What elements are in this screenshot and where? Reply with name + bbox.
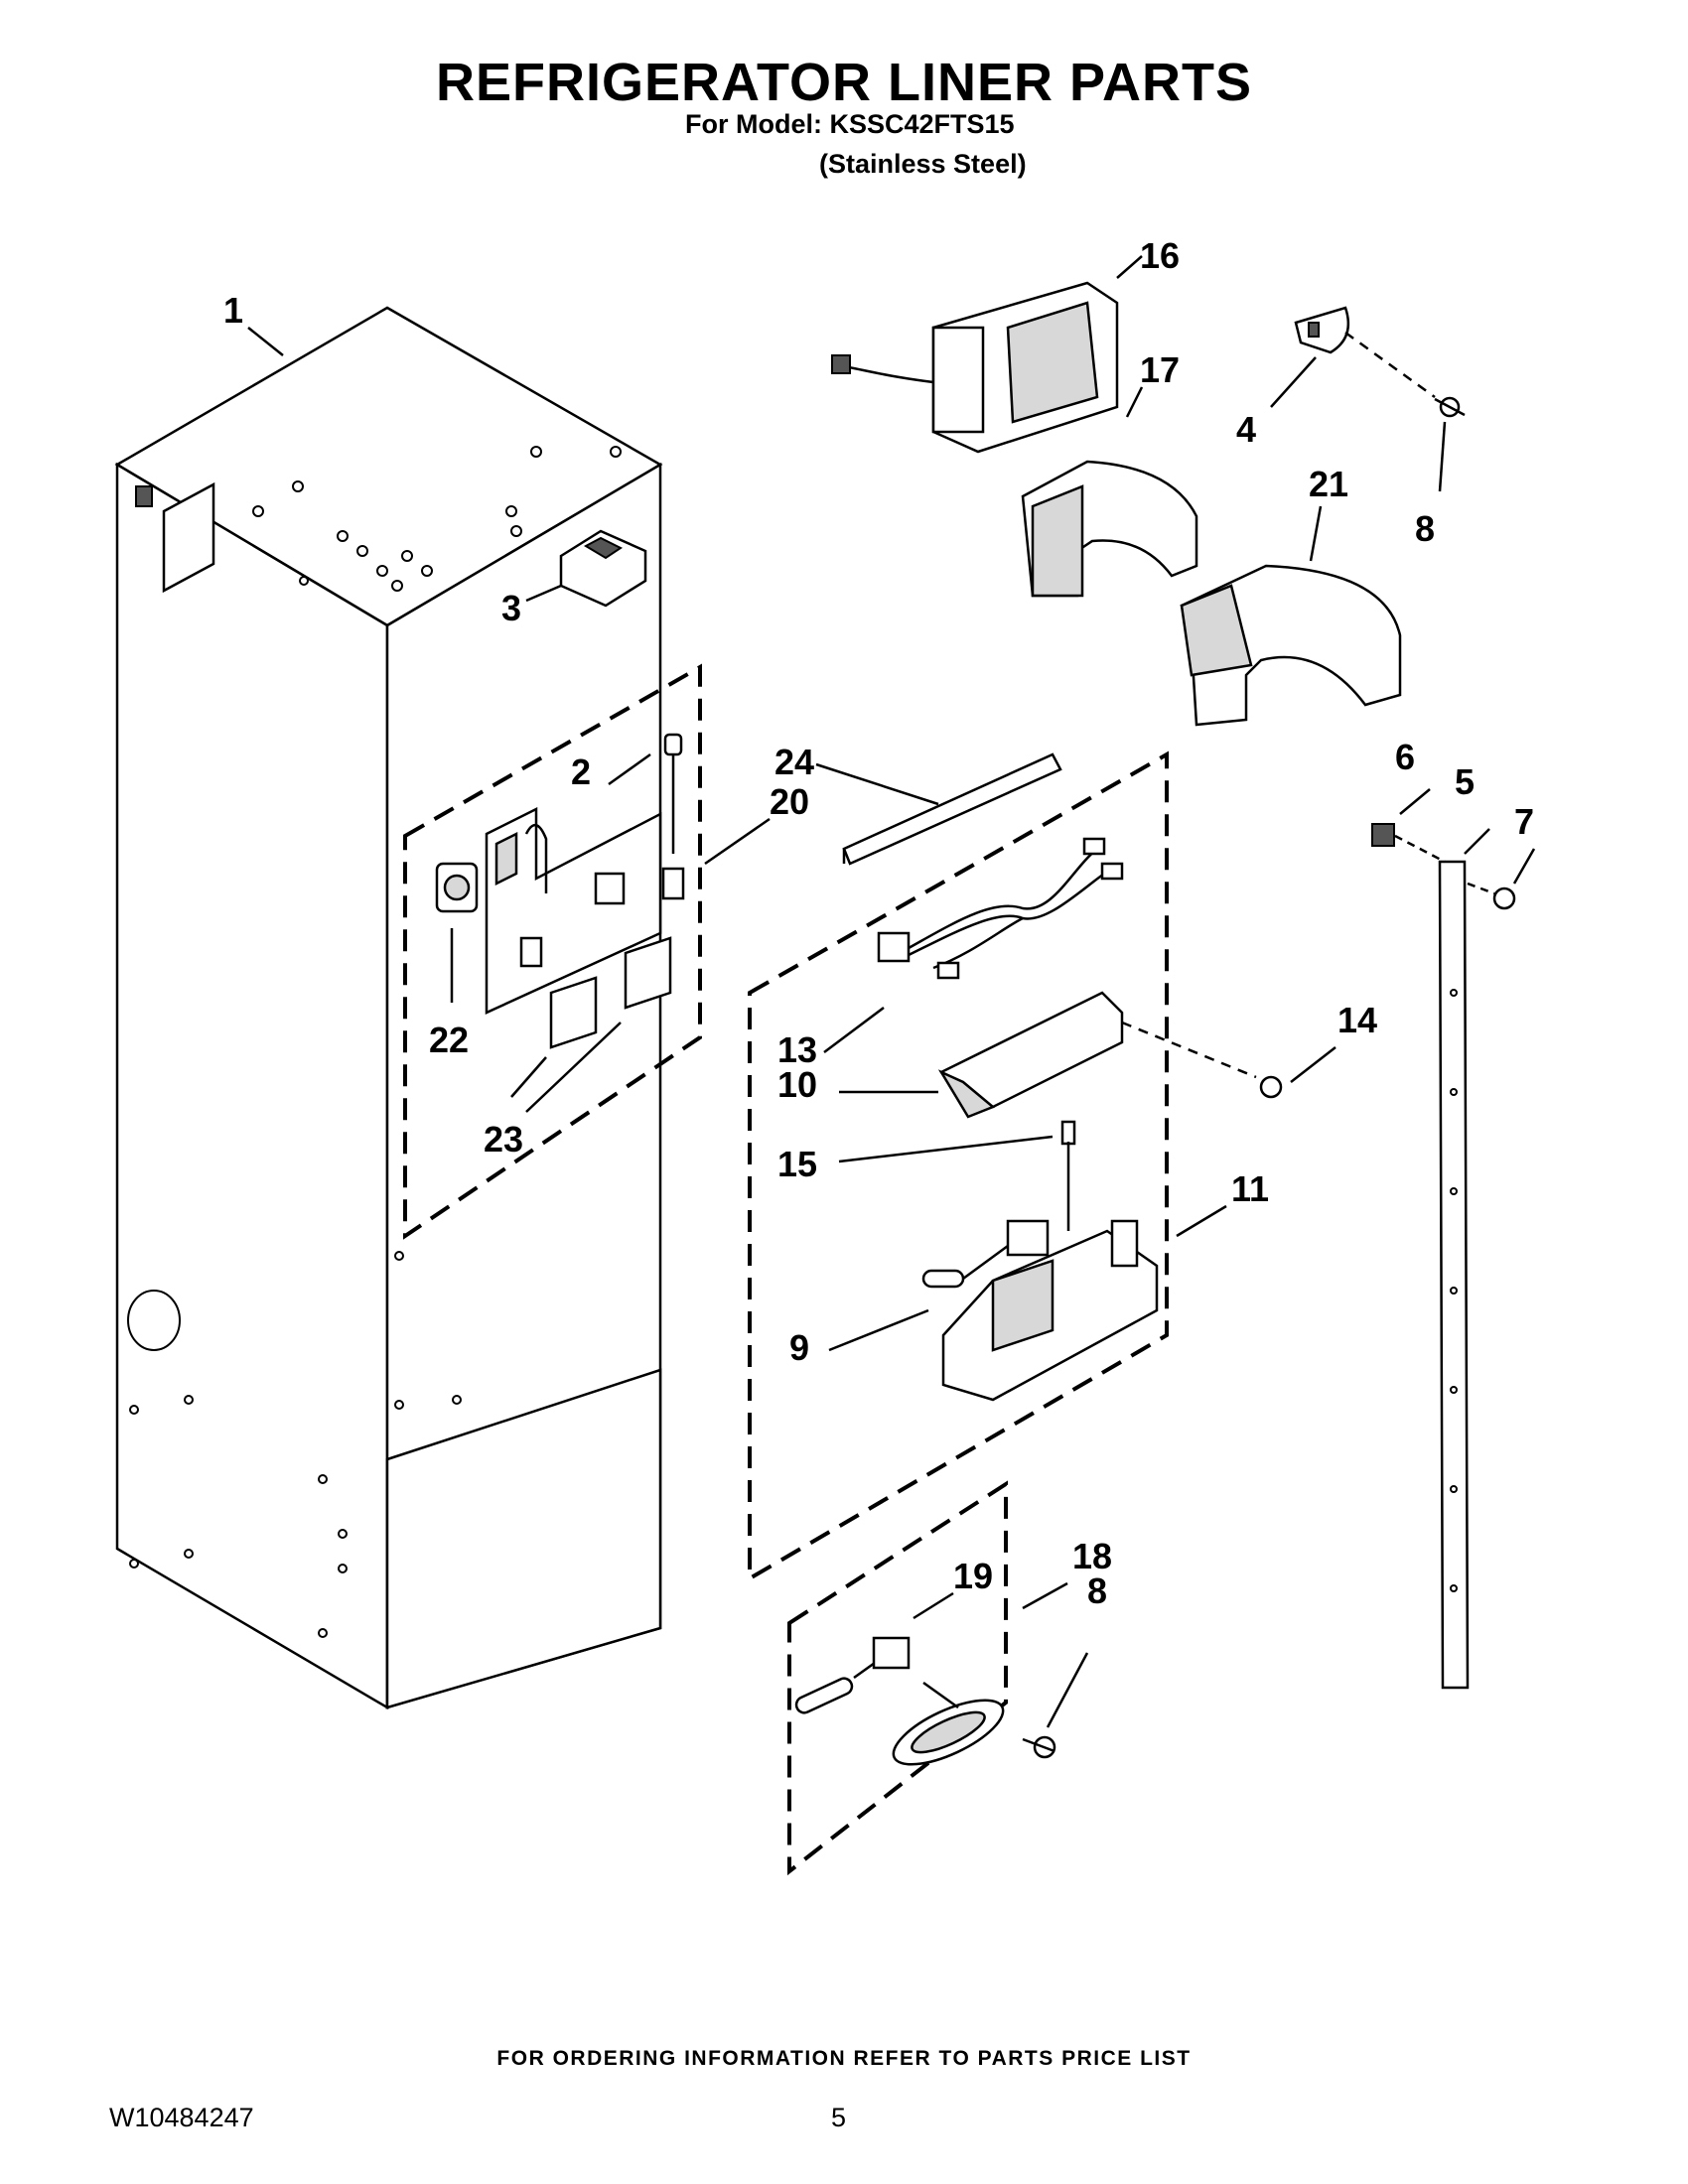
callout-23: 23 — [484, 1119, 523, 1160]
callout-1: 1 — [223, 290, 243, 331]
page-title: REFRIGERATOR LINER PARTS — [435, 53, 1253, 112]
callout-24: 24 — [774, 742, 814, 782]
callout-10: 10 — [777, 1064, 817, 1105]
callout-3: 3 — [501, 588, 521, 628]
callout-9: 9 — [789, 1327, 809, 1368]
group-18-outline — [787, 1480, 1008, 1876]
bracket-assembly — [485, 806, 662, 1015]
clip-part-6 — [1371, 823, 1446, 864]
callout-18: 18 — [1072, 1536, 1112, 1576]
screw-part-7 — [1467, 882, 1516, 910]
callout-22: 22 — [429, 1020, 469, 1060]
group-20-outline — [403, 663, 702, 1240]
liner-cabinet — [114, 306, 663, 1710]
sensor-part-9 — [921, 1219, 1050, 1289]
callout-8-bottom: 8 — [1087, 1570, 1107, 1611]
sensor-part-19 — [794, 1636, 911, 1714]
model-line: For Model: KSSC42FTS15 — [685, 109, 1015, 139]
finish-line: (Stainless Steel) — [819, 149, 1027, 179]
callout-21: 21 — [1309, 464, 1348, 504]
light-lenses-part-23 — [549, 936, 672, 1049]
cover-part-21 — [1180, 564, 1402, 727]
housing-part-11 — [941, 1219, 1159, 1402]
screw-part-15 — [1060, 1120, 1076, 1231]
cover-part-17 — [1021, 460, 1198, 598]
document-number: W10484247 — [109, 2103, 254, 2132]
rail-part-5 — [1438, 860, 1470, 1690]
callout-2: 2 — [571, 751, 591, 792]
callout-15: 15 — [777, 1144, 817, 1184]
callout-4: 4 — [1236, 409, 1256, 450]
callout-20: 20 — [770, 781, 809, 822]
wire-harness-part-13 — [877, 837, 1124, 980]
callout-8-top: 8 — [1415, 508, 1435, 549]
callout-11: 11 — [1231, 1168, 1269, 1209]
callout-5: 5 — [1455, 761, 1475, 802]
callout-14: 14 — [1337, 1000, 1377, 1040]
light-socket-part-22 — [435, 862, 479, 913]
control-housing-part-16 — [831, 281, 1119, 454]
bracket-part-10 — [937, 991, 1124, 1119]
callout-6: 6 — [1395, 737, 1415, 777]
callout-7: 7 — [1514, 801, 1534, 842]
wire-harness-part-2 — [661, 733, 685, 900]
control-board-part-18 — [892, 1699, 1005, 1766]
clip-part-4 — [1294, 306, 1436, 399]
group-11-outline — [748, 751, 1169, 1582]
ordering-note: FOR ORDERING INFORMATION REFER TO PARTS … — [496, 2047, 1192, 2070]
callout-16: 16 — [1140, 235, 1180, 276]
callout-13: 13 — [777, 1029, 817, 1070]
leader-lines — [247, 255, 1536, 1728]
callout-17: 17 — [1140, 349, 1180, 390]
screw-part-8-bottom — [1022, 1735, 1056, 1759]
screw-part-14 — [1121, 1021, 1283, 1099]
page-number: 5 — [831, 2103, 847, 2132]
screw-part-8-top — [1434, 396, 1466, 418]
heat-shield-part-24 — [842, 752, 1062, 866]
callout-19: 19 — [953, 1556, 993, 1596]
